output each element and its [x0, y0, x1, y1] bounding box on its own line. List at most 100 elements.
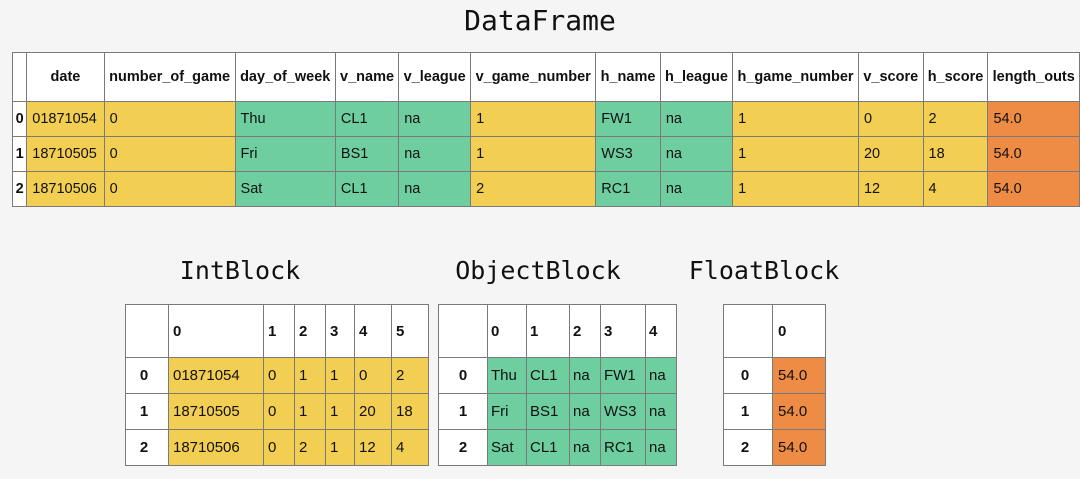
dataframe-cell: 4 — [922, 171, 989, 207]
intblock-cell: 01871054 — [168, 357, 264, 394]
dataframe-column-header: number_of_game — [103, 52, 236, 102]
dataframe-cell: 1 — [470, 136, 597, 172]
floatblock-row-index: 1 — [723, 393, 773, 430]
dataframe-column-header: v_game_number — [470, 52, 597, 102]
dataframe-cell: na — [398, 171, 472, 207]
dataframe-title: DataFrame — [464, 4, 616, 37]
dataframe-cell: 0 — [103, 171, 236, 207]
dataframe-row-index: 2 — [11, 171, 28, 207]
intblock-cell: 1 — [325, 393, 355, 430]
dataframe-cell: FW1 — [595, 101, 661, 137]
dataframe-cell: na — [659, 101, 734, 137]
intblock-column-header: 4 — [354, 304, 392, 358]
floatblock-row-index: 2 — [723, 429, 773, 466]
dataframe-cell: Fri — [234, 136, 336, 172]
objectblock-row-index: 0 — [438, 357, 488, 394]
intblock-column-header: 1 — [263, 304, 295, 358]
dataframe-cell: CL1 — [334, 171, 400, 207]
objectblock-cell: na — [569, 429, 601, 466]
objectblock-cell: FW1 — [600, 357, 646, 394]
dataframe-column-header: h_game_number — [732, 52, 859, 102]
intblock-corner-header — [125, 304, 169, 358]
dataframe-cell: CL1 — [334, 101, 400, 137]
dataframe-cell: Thu — [234, 101, 336, 137]
dataframe-cell: 54.0 — [987, 136, 1080, 172]
intblock-cell: 1 — [325, 357, 355, 394]
dataframe-row-index: 1 — [11, 136, 28, 172]
objectblock-cell: na — [569, 357, 601, 394]
dataframe-cell: RC1 — [595, 171, 661, 207]
dataframe-cell: 54.0 — [987, 171, 1080, 207]
intblock-row-index: 2 — [125, 429, 169, 466]
dataframe-column-header: h_league — [659, 52, 734, 102]
floatblock-cell: 54.0 — [772, 357, 826, 394]
objectblock-cell: Sat — [487, 429, 527, 466]
intblock-cell: 0 — [354, 357, 392, 394]
objectblock-cell: na — [569, 393, 601, 430]
objectblock-column-header: 4 — [645, 304, 677, 358]
floatblock-row-index: 0 — [723, 357, 773, 394]
dataframe-column-header: v_score — [857, 52, 924, 102]
intblock-cell: 0 — [263, 393, 295, 430]
intblock-column-header: 0 — [168, 304, 264, 358]
dataframe-cell: 0 — [857, 101, 924, 137]
intblock-cell: 18 — [391, 393, 429, 430]
intblock-cell: 0 — [263, 357, 295, 394]
intblock-cell: 1 — [294, 393, 326, 430]
objectblock-row-index: 2 — [438, 429, 488, 466]
dataframe-cell: 2 — [922, 101, 989, 137]
objectblock-cell: na — [645, 357, 677, 394]
dataframe-cell: 18 — [922, 136, 989, 172]
dataframe-column-header: h_name — [595, 52, 661, 102]
intblock-cell: 18710505 — [168, 393, 264, 430]
dataframe-cell: Sat — [234, 171, 336, 207]
objectblock-column-header: 0 — [487, 304, 527, 358]
dataframe-cell: 01871054 — [26, 101, 105, 137]
dataframe-corner-header — [11, 52, 28, 102]
objectblock-column-header: 1 — [526, 304, 570, 358]
objectblock-cell: Fri — [487, 393, 527, 430]
objectblock-cell: CL1 — [526, 429, 570, 466]
intblock-cell: 12 — [354, 429, 392, 466]
objectblock-cell: na — [645, 429, 677, 466]
intblock-cell: 18710506 — [168, 429, 264, 466]
dataframe-column-header: day_of_week — [234, 52, 336, 102]
intblock-column-header: 5 — [391, 304, 429, 358]
intblock-cell: 0 — [263, 429, 295, 466]
intblock-cell: 2 — [391, 357, 429, 394]
intblock-cell: 4 — [391, 429, 429, 466]
intblock-title: IntBlock — [179, 256, 301, 285]
dataframe-cell: 20 — [857, 136, 924, 172]
objectblock-column-header: 2 — [569, 304, 601, 358]
dataframe-row-index: 0 — [11, 101, 28, 137]
objectblock-cell: Thu — [487, 357, 527, 394]
dataframe-cell: 0 — [103, 136, 236, 172]
dataframe-cell: na — [398, 136, 472, 172]
objectblock-cell: BS1 — [526, 393, 570, 430]
intblock-cell: 1 — [325, 429, 355, 466]
dataframe-cell: na — [659, 136, 734, 172]
dataframe-cell: 1 — [732, 101, 859, 137]
dataframe-column-header: date — [26, 52, 105, 102]
intblock-row-index: 1 — [125, 393, 169, 430]
intblock-row-index: 0 — [125, 357, 169, 394]
